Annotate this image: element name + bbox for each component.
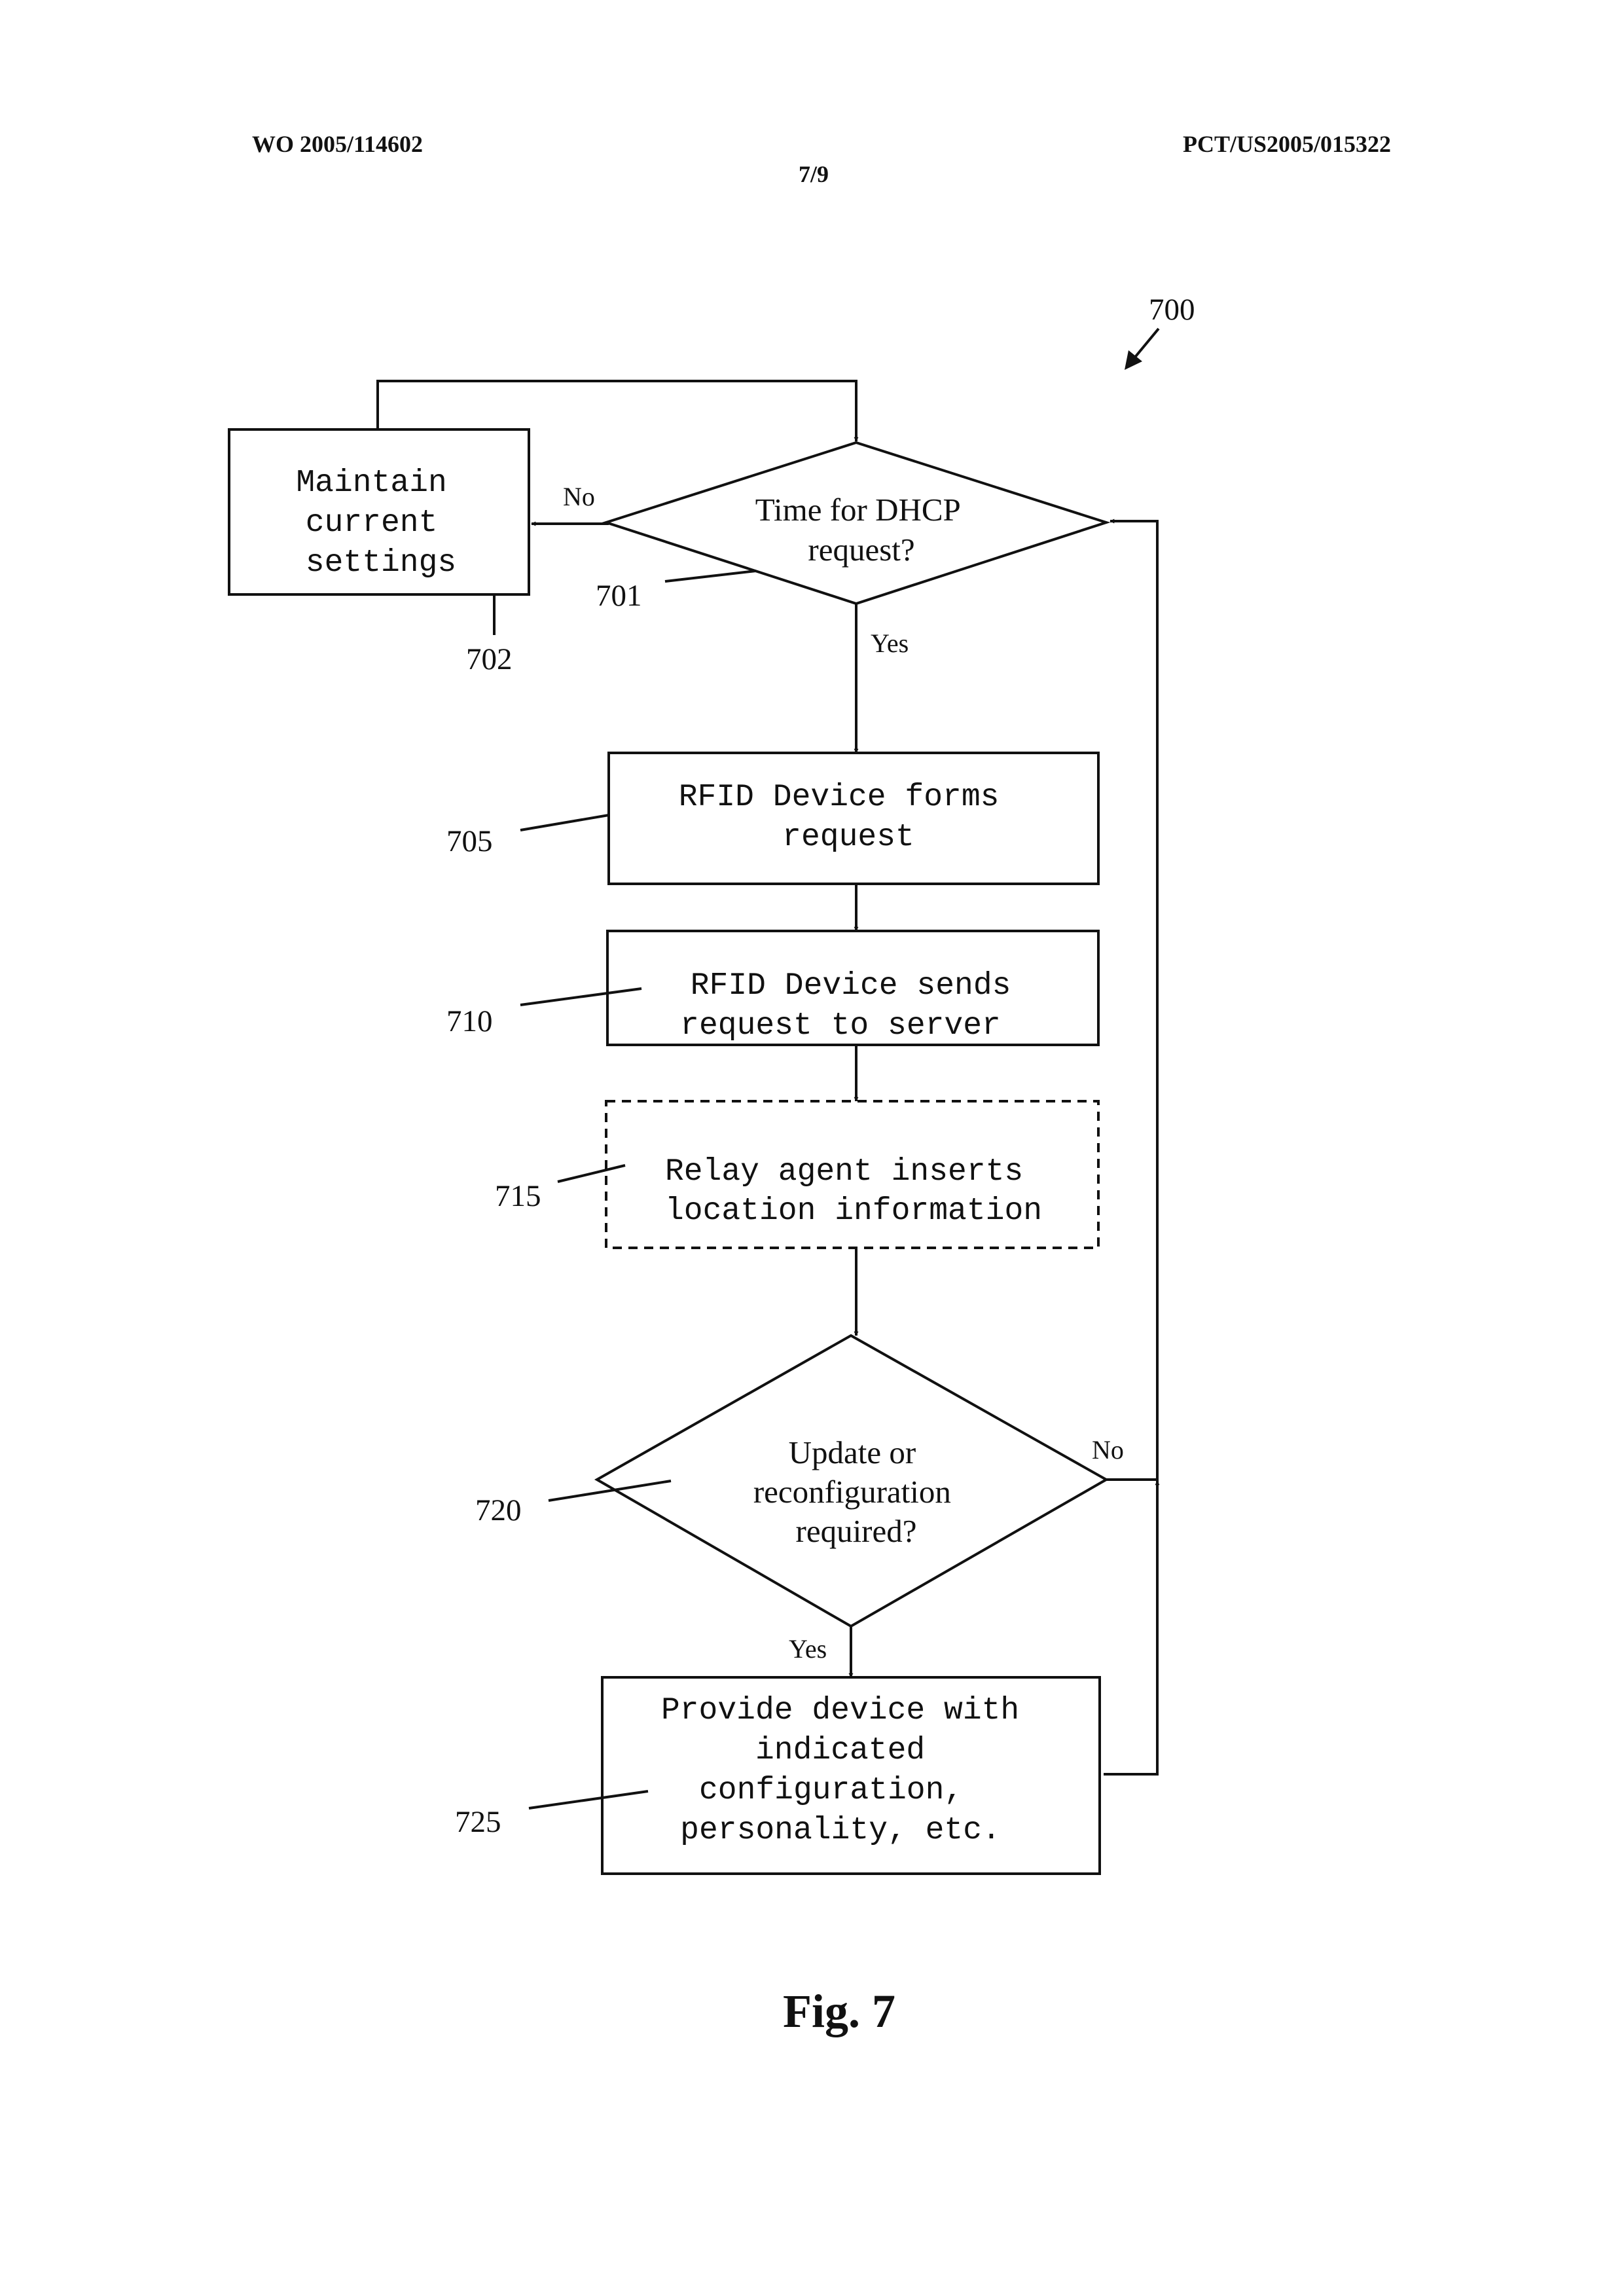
process-box-705 [609,753,1098,884]
process-702-text: Maintain current settings [296,465,465,581]
edge-label-720-no: No [1092,1435,1124,1465]
ref-label-710: 710 [446,1004,493,1038]
connector-720-no-to-701 [1106,521,1157,1480]
edge-label-701-no: No [563,482,595,511]
ref-label-702: 702 [466,642,513,676]
edge-label-701-yes: Yes [871,629,909,658]
ref-leader-701 [665,571,756,581]
edge-label-720-yes: Yes [789,1634,827,1664]
ref-label-715: 715 [495,1179,541,1213]
connector-725-to-loop [1104,1481,1157,1774]
sheet-number: 7/9 [799,161,829,187]
ref-label-725: 725 [455,1805,501,1839]
figure-caption: Fig. 7 [783,1985,895,2037]
ref-label-720: 720 [475,1493,522,1527]
ref-label-701: 701 [596,579,642,613]
ref-label-705: 705 [446,824,493,858]
figure-ref-label: 700 [1149,293,1195,327]
ref-leader-705 [520,815,609,830]
publication-number: WO 2005/114602 [252,131,423,157]
application-number: PCT/US2005/015322 [1183,131,1391,157]
